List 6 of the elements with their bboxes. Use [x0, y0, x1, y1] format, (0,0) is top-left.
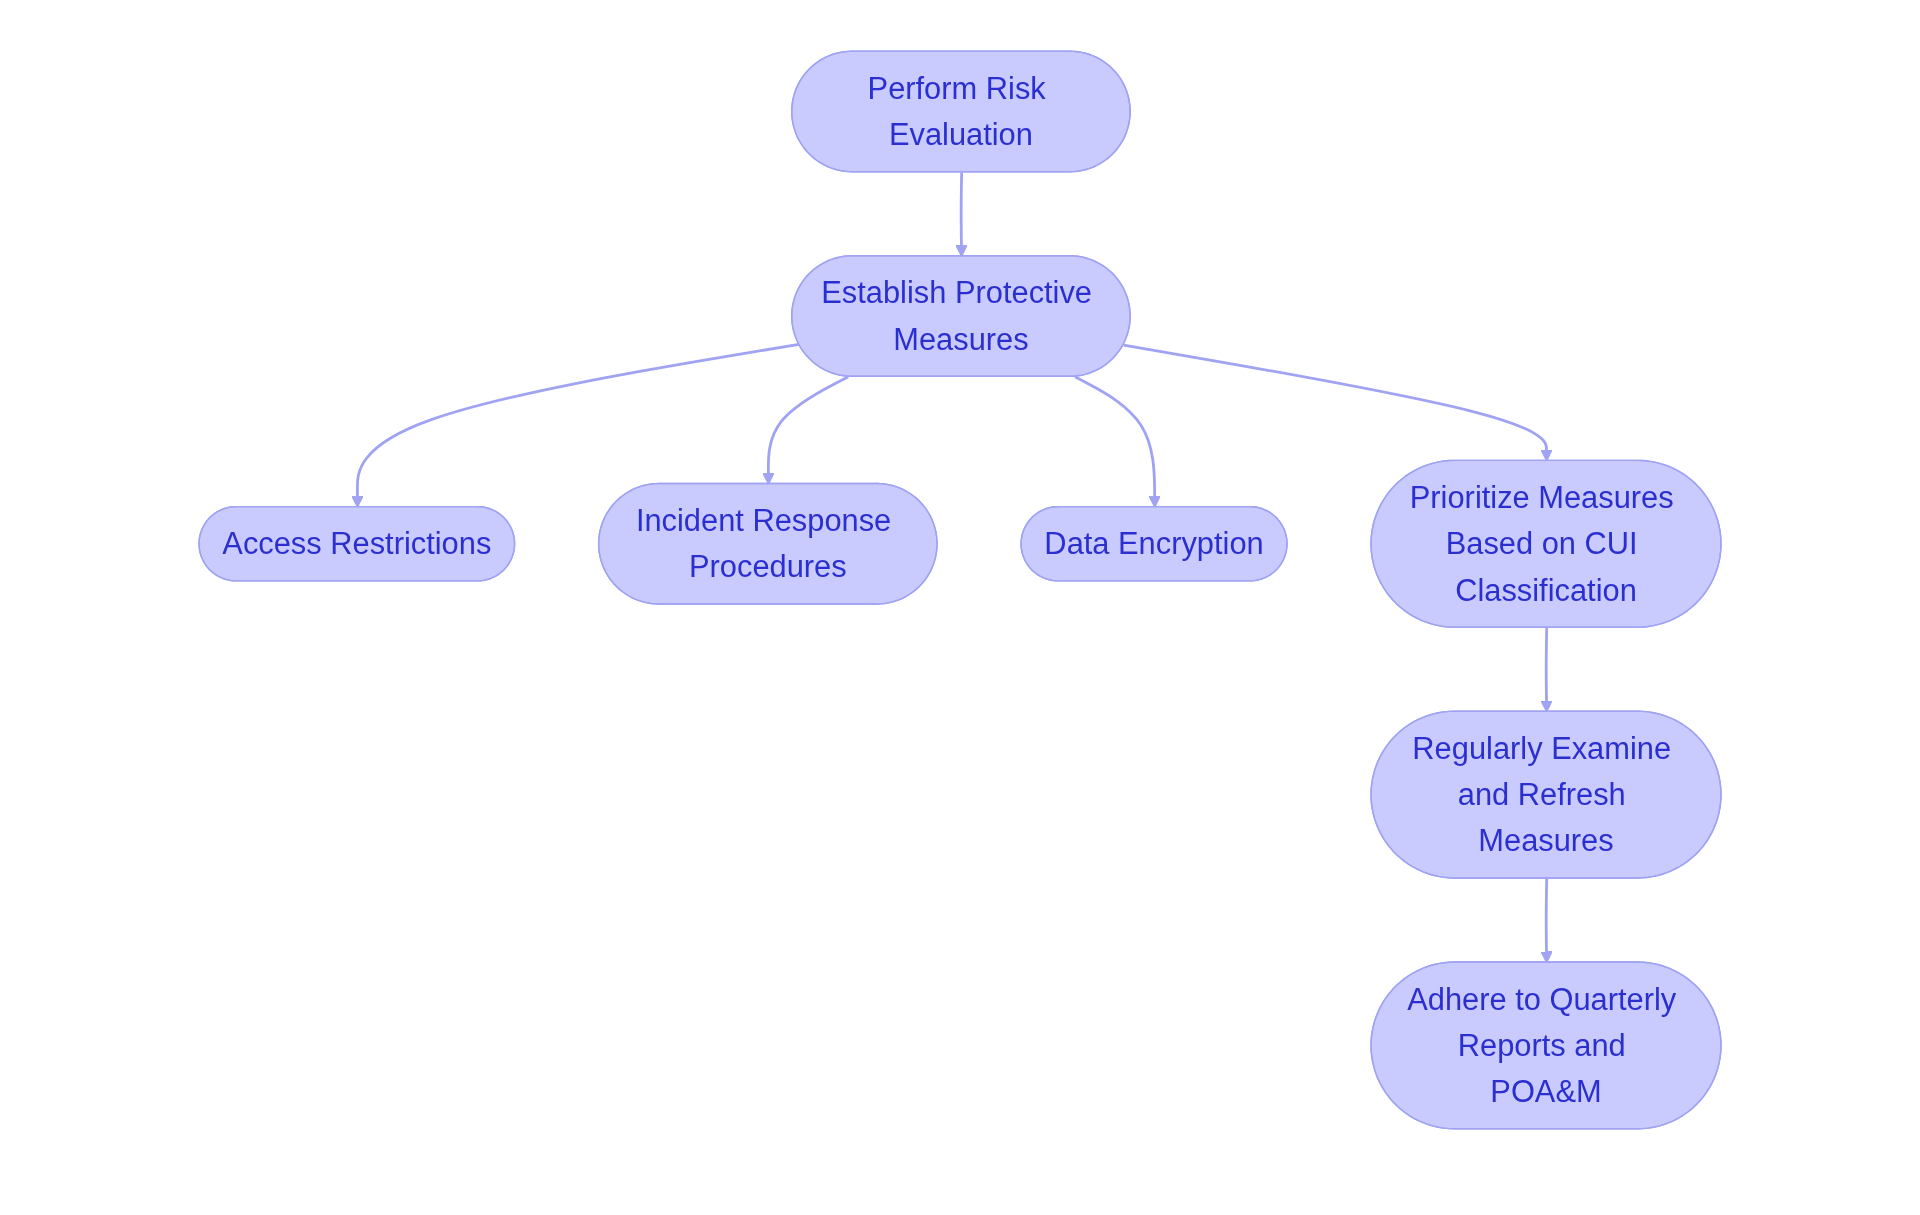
- arrow: [1074, 375, 1161, 508]
- arrow: [762, 375, 849, 485]
- arrow: [1540, 878, 1553, 964]
- arrow: [1123, 343, 1553, 462]
- arrow: [351, 342, 800, 508]
- arrow: [1540, 627, 1553, 713]
